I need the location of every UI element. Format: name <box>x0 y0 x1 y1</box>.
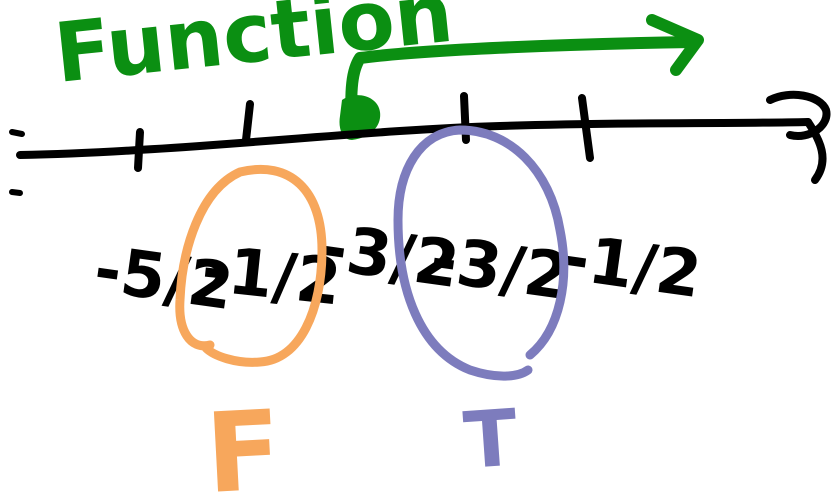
tick-label-5: -1/2 <box>558 221 706 314</box>
function-arrow <box>339 14 704 140</box>
false-letter-f: F <box>203 386 285 504</box>
number-line <box>9 90 831 196</box>
orange-circle <box>175 164 327 367</box>
tick-1 <box>134 128 144 172</box>
tick-4 <box>578 94 594 162</box>
tick-2 <box>242 100 254 144</box>
purple-circle <box>393 125 569 381</box>
true-letter-t: T <box>461 393 520 486</box>
filled-point <box>339 95 381 140</box>
